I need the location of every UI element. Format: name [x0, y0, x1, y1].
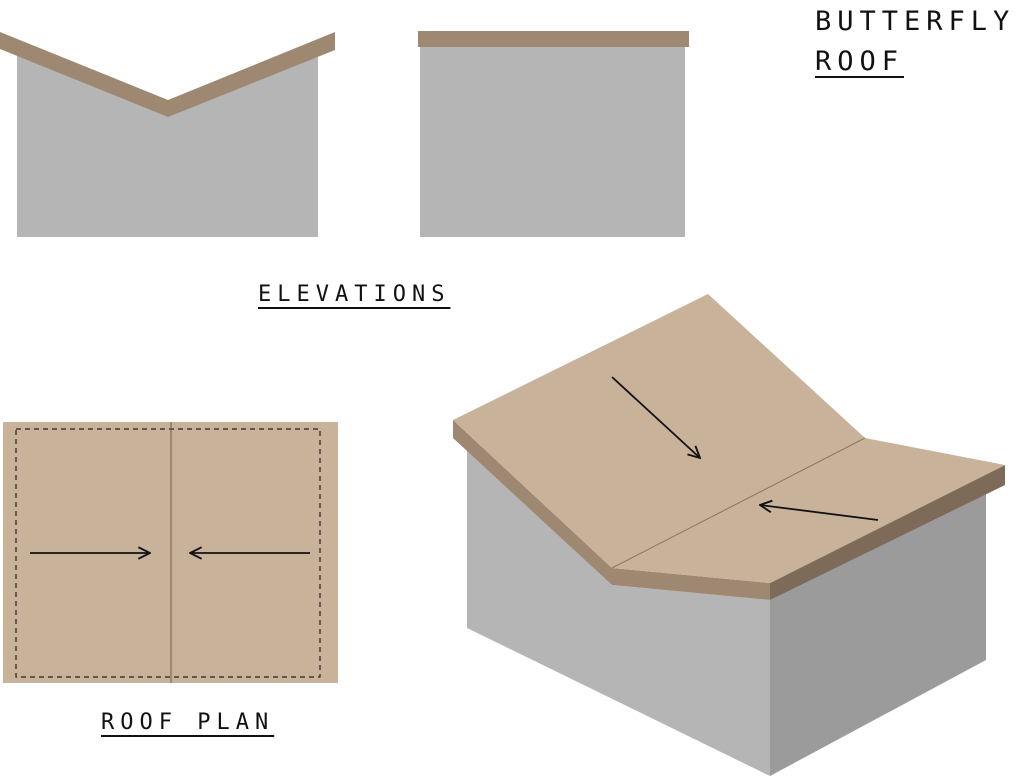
- elevation-wall: [17, 55, 318, 237]
- roof-plan-label: ROOF PLAN: [101, 710, 275, 735]
- elevation-roof-fascia: [418, 31, 689, 47]
- roof-fascia-left: [453, 420, 612, 585]
- elevation-wall: [420, 46, 685, 237]
- title-line-2: ROOF: [815, 46, 905, 77]
- right-wall: [770, 488, 986, 776]
- title-line-1: BUTTERFLY: [815, 6, 1016, 37]
- elevations-label: ELEVATIONS: [258, 282, 451, 307]
- roof-plan: [3, 422, 338, 683]
- left-wall: [467, 450, 770, 776]
- valley-line: [611, 437, 866, 569]
- drain-arrow-left: [760, 505, 879, 521]
- roof-fascia-front: [612, 568, 770, 600]
- roof-plane-large: [453, 294, 865, 568]
- drain-arrow-down: [611, 376, 700, 458]
- side-elevation: [0, 32, 335, 237]
- elevation-roof-fascia: [0, 32, 335, 117]
- front-elevation: [418, 31, 689, 237]
- wall-outline-dashed: [15, 428, 321, 678]
- roof-fascia-right: [770, 465, 1005, 600]
- isometric-view: [453, 294, 1005, 776]
